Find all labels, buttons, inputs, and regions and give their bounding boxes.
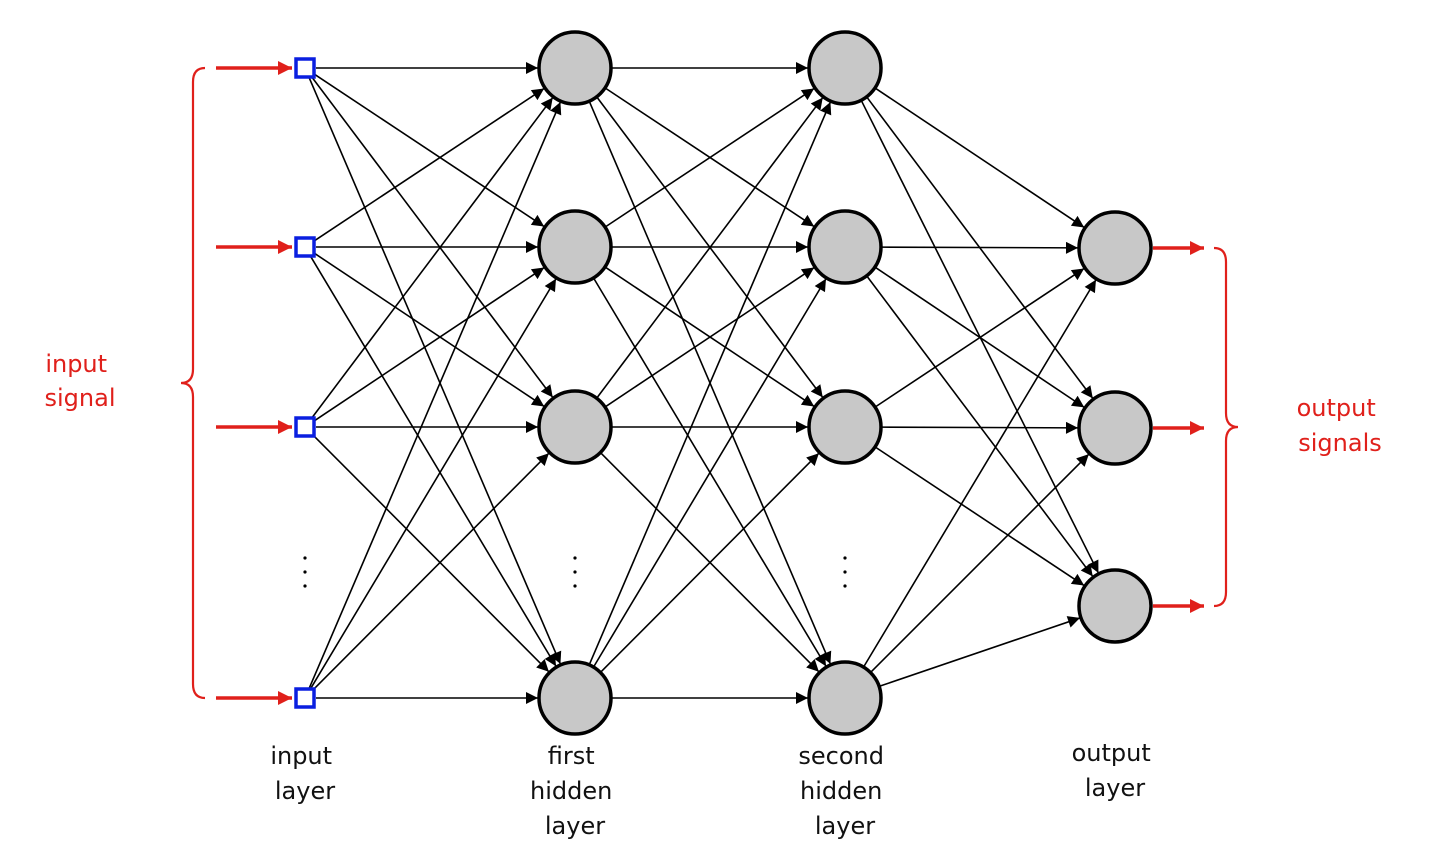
edge-h1n2-h2n0 [595,97,824,399]
edge-input2-h1n3 [312,434,550,673]
edge-input1-h1n2 [313,252,545,408]
input-node-1 [294,236,316,258]
network-nodes [294,30,1153,736]
input-node-0 [294,57,316,79]
ellipsis-dot-1-0 [573,556,577,560]
second-hidden-layer-label: second hidden layer [798,742,891,840]
hidden1-neuron-3 [537,660,613,736]
output-neuron-2 [1077,568,1153,644]
edge-h1n2-h2n1 [604,266,815,408]
hidden1-neuron-0 [537,30,613,106]
edge-h2n2-out1 [880,421,1079,434]
edge-h2n2-out0 [874,267,1085,408]
edge-input3-h1n2 [312,452,550,691]
hidden1-neuron-2 [537,389,613,465]
edge-input1-h1n0 [313,87,545,242]
edge-input3-h1n0 [308,101,562,689]
first-hidden-layer-label: first hidden layer [530,742,620,840]
hidden2-neuron-3 [807,660,883,736]
edge-input2-h1n1 [313,266,545,422]
output-neuron-0 [1077,210,1153,286]
edge-input2-h1n0 [310,97,554,419]
output-layer-label: output layer [1072,739,1159,802]
ellipsis-dot-2-0 [843,556,847,560]
output-neuron-1 [1077,390,1153,466]
edge-h2n1-out0 [880,241,1079,254]
input-node-3 [294,687,316,709]
edge-input3-h1n1 [309,278,557,689]
edge-input0-h1n3 [308,77,562,665]
hidden2-neuron-0 [807,30,883,106]
ellipsis-dot-1-1 [573,570,577,574]
edge-h2n3-out0 [862,279,1097,668]
ellipsis-dot-2-2 [843,584,847,588]
edge-h2n1-out2 [865,275,1094,577]
input-layer-label: input layer [270,742,339,805]
ellipsis-dot-0-0 [303,556,307,560]
output-brace [1213,246,1239,608]
ellipsis-dot-0-1 [303,570,307,574]
connection-edges [308,62,1100,704]
edge-h2n3-out1 [869,453,1090,674]
edge-input0-h1n2 [310,76,554,398]
input-brace [180,66,206,700]
signal-braces [180,66,1239,700]
edge-h2n0-out0 [874,87,1085,229]
hidden1-neuron-1 [537,209,613,285]
edge-h1n3-h2n0 [588,101,832,666]
signal-arrows [216,61,1204,705]
ellipsis-dot-2-1 [843,570,847,574]
edge-h2n2-out2 [874,446,1085,587]
output-signals-label: output signals [1297,394,1384,457]
edge-input0-h1n1 [313,73,545,228]
ellipsis-dot-1-2 [573,584,577,588]
edge-h1n1-h2n0 [604,87,815,228]
ellipsis-dots [303,556,847,588]
input-signal-label: input signal [45,350,116,412]
hidden2-neuron-2 [807,389,883,465]
edge-h1n3-h2n1 [592,278,827,668]
edge-input1-h1n3 [309,256,557,667]
edge-h2n3-out2 [878,616,1081,688]
ellipsis-dot-0-2 [303,584,307,588]
edge-h1n3-h2n2 [599,452,820,674]
hidden2-neuron-1 [807,209,883,285]
input-node-2 [294,416,316,438]
